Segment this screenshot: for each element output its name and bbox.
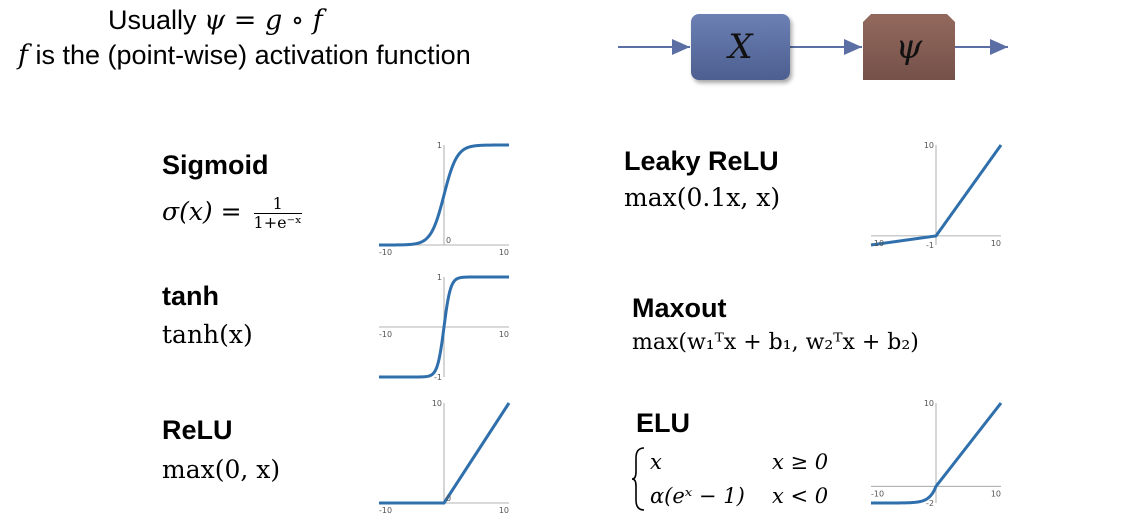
tanh-tick-xmax: 10 — [499, 330, 509, 339]
sigmoid-curve — [378, 143, 510, 247]
leaky-title: Leaky ReLU — [624, 146, 779, 176]
leaky-tick-xmin: -10 — [871, 239, 884, 248]
sigmoid-tick-ytop: 1 — [437, 141, 442, 150]
sigmoid-tick-xmin: -10 — [379, 248, 392, 257]
block-psi-label: ψ — [895, 27, 923, 67]
tanh-formula: tanh(x) — [162, 320, 253, 349]
leaky-tick-ybottom: -1 — [926, 241, 934, 250]
sigmoid-fraction: 1 1+e⁻ˣ — [253, 195, 302, 232]
tanh-curve — [379, 275, 509, 379]
elu-curve — [871, 402, 1003, 505]
elu-brace — [632, 447, 645, 511]
elu-case1-expr: x — [650, 450, 662, 474]
tanh-tick-ybottom: -1 — [434, 373, 442, 382]
header-f-var: f — [18, 40, 28, 71]
header-line-1: Usually ψ = g ∘ f — [108, 5, 323, 36]
relu-tick-xmax: 10 — [499, 506, 509, 515]
sigmoid-title: Sigmoid — [162, 150, 269, 180]
relu-title: ReLU — [162, 415, 233, 445]
block-x: X — [691, 14, 790, 80]
relu-tick-xmin: -10 — [379, 506, 392, 515]
sigmoid-formula: σ(x) = 1 1+e⁻ˣ — [162, 195, 302, 232]
maxout-formula: max(w₁ᵀx + b₁, w₂ᵀx + b₂) — [632, 330, 919, 355]
sigmoid-tick-origin: 0 — [446, 236, 451, 245]
block-x-label: X — [728, 27, 753, 67]
elu-cond2-expr: x < 0 — [772, 484, 829, 508]
header-usually: Usually — [108, 5, 197, 35]
sigmoid-denominator: 1+e⁻ˣ — [253, 213, 302, 232]
maxout-title: Maxout — [632, 293, 727, 323]
header-description: is the (point-wise) activation function — [35, 40, 471, 70]
tanh-plot: -10 10 1 -1 — [379, 273, 509, 382]
relu-tick-origin: 0 — [446, 494, 451, 503]
leaky-tick-ytop: 10 — [924, 141, 934, 150]
sigmoid-tick-xmax: 10 — [499, 248, 509, 257]
leaky-curve — [870, 144, 1003, 247]
elu-plot: -10 10 10 -2 — [871, 399, 1003, 508]
relu-tick-ytop: 10 — [432, 399, 442, 408]
elu-cond1-expr: x ≥ 0 — [772, 450, 829, 474]
leaky-tick-xmax: 10 — [991, 239, 1001, 248]
tanh-tick-xmin: -10 — [379, 330, 392, 339]
elu-cond-1: x ≥ 0 — [772, 450, 828, 474]
elu-tick-ytop: 10 — [924, 399, 934, 408]
elu-tick-ybottom: -2 — [926, 499, 934, 508]
elu-case-1: x — [650, 450, 662, 474]
leaky-plot: -10 10 10 -1 — [870, 141, 1003, 250]
leaky-formula: max(0.1x, x) — [624, 183, 781, 212]
elu-cond-2: x < 0 — [772, 484, 828, 508]
block-psi: ψ — [863, 14, 955, 80]
elu-tick-xmax: 10 — [991, 489, 1001, 498]
elu-case-2: α(eˣ − 1) — [650, 484, 745, 508]
relu-formula: max(0, x) — [162, 455, 281, 484]
elu-case2-expr: α(eˣ − 1) — [650, 484, 745, 508]
pipeline-arrows — [618, 39, 1008, 55]
relu-curve — [379, 402, 511, 505]
tanh-tick-ytop: 1 — [437, 273, 442, 282]
tanh-title: tanh — [162, 281, 219, 311]
relu-plot: -10 10 10 0 — [379, 399, 511, 515]
elu-tick-xmin: -10 — [871, 489, 884, 498]
elu-title: ELU — [636, 408, 690, 438]
sigmoid-numerator: 1 — [253, 195, 302, 214]
header-composition: ψ = g ∘ f — [204, 5, 323, 36]
sigmoid-lhs: σ(x) = — [162, 197, 242, 226]
header-line-2: f is the (point-wise) activation functio… — [18, 40, 471, 71]
